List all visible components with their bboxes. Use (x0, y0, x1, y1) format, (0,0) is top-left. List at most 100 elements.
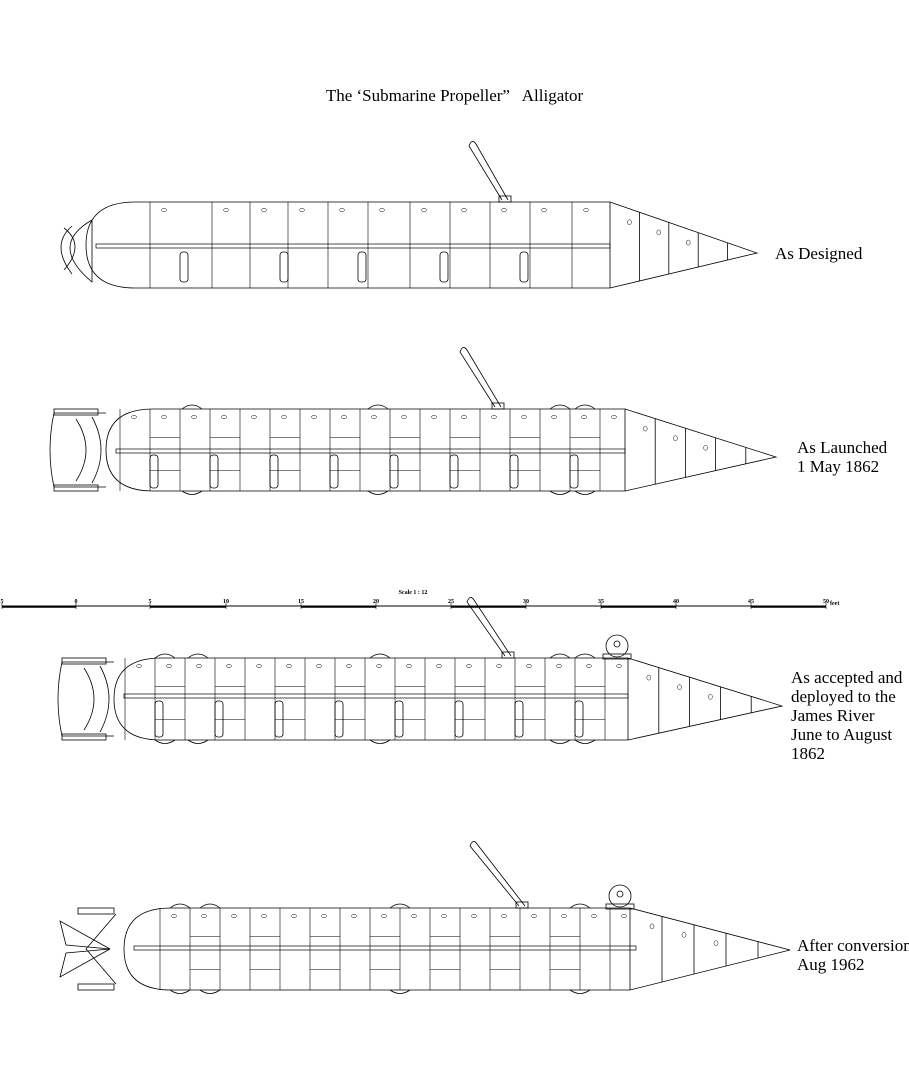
hull-outline (85, 201, 759, 289)
rivet (401, 415, 407, 419)
rivet (381, 914, 387, 918)
hatch-cover (569, 989, 591, 994)
oar-port (214, 700, 224, 738)
hatch-cover (367, 404, 389, 410)
rivet (256, 664, 262, 668)
rivet (371, 415, 377, 419)
rivet (339, 208, 345, 212)
rivet (251, 415, 257, 419)
rivet (673, 435, 678, 441)
stern-bar (77, 907, 115, 915)
rivet (441, 914, 447, 918)
oar-port (454, 700, 464, 738)
rivet (466, 664, 472, 668)
rivet (526, 664, 532, 668)
snorkel-pipe (469, 841, 526, 907)
rivet (131, 415, 137, 419)
scale-tick-label: 5 (1, 599, 4, 605)
rivet (136, 664, 142, 668)
rivet (341, 415, 347, 419)
observation-turret (605, 634, 629, 658)
rivet (501, 208, 507, 212)
hatch-cover (367, 490, 389, 495)
paddle-curve (75, 418, 87, 482)
rivet (561, 914, 567, 918)
paddle-bar (53, 484, 99, 492)
scale-tick-label: 0 (75, 599, 78, 605)
scale-tick-label: 50 (823, 599, 829, 605)
rivet (161, 208, 167, 212)
rivet (616, 664, 622, 668)
rivet (501, 914, 507, 918)
caption-line: 1 May 1862 (797, 457, 880, 476)
caption-line: As Designed (775, 244, 863, 263)
sub-as-designed (60, 141, 759, 289)
rivet (201, 914, 207, 918)
rivet (166, 664, 172, 668)
paddle-bar (53, 408, 99, 416)
rivet (406, 664, 412, 668)
hatch-cover (549, 739, 571, 744)
rivet (223, 208, 229, 212)
side-rail (133, 945, 637, 951)
snorkel-pipe (459, 347, 502, 408)
caption-line: James River (791, 706, 875, 725)
hatch-cover (549, 404, 571, 410)
hatch-cover (181, 404, 203, 410)
paddle-box (49, 412, 106, 488)
hatch-cover (549, 653, 571, 659)
hatch-cover (369, 653, 391, 659)
rivet (583, 208, 589, 212)
paddle-box (57, 661, 114, 737)
snorkel-base (501, 651, 515, 659)
rivet (531, 914, 537, 918)
scale-tick-label: 40 (673, 599, 679, 605)
oar-port (569, 454, 579, 489)
rivet (521, 415, 527, 419)
rivet (321, 914, 327, 918)
oar-port (514, 700, 524, 738)
rivet (621, 914, 627, 918)
rivet (551, 415, 557, 419)
scale-tick-label: 35 (598, 599, 604, 605)
hatch-cover (154, 739, 176, 744)
oar-port (269, 454, 279, 489)
caption-line: 1862 (791, 744, 825, 763)
rivet (346, 664, 352, 668)
hatch-cover (154, 653, 176, 659)
paddle-curve (83, 667, 95, 731)
rivet (231, 914, 237, 918)
rivet (291, 914, 297, 918)
turret-base (602, 653, 632, 660)
turret-base (605, 903, 635, 910)
sub-after-conversion (59, 841, 791, 994)
bow-cap-line (63, 227, 76, 271)
caption-as-accepted: As accepted and deployed to the James Ri… (791, 668, 902, 763)
rivet (586, 664, 592, 668)
rivet (677, 684, 682, 690)
rivet (708, 694, 713, 700)
hatch-cover (199, 903, 221, 909)
turret-port (613, 640, 621, 648)
paddle-bar (61, 733, 107, 741)
rivet (703, 445, 708, 451)
caption-line: After conversion (797, 936, 909, 955)
rivet (376, 664, 382, 668)
caption-after-conversion: After conversion Aug 1962 (797, 936, 909, 974)
oar-port (357, 251, 367, 283)
page-title: The ‘Submarine Propeller” Alligator (325, 86, 584, 105)
stern-bar (77, 983, 115, 991)
hull-outline (113, 657, 784, 741)
snorkel-pipe (468, 141, 509, 201)
side-rail (123, 693, 629, 699)
turret-port (616, 890, 624, 898)
rivet (161, 415, 167, 419)
rivet (191, 415, 197, 419)
oar-port (329, 454, 339, 489)
snorkel-base (515, 901, 529, 909)
scale-bar-label: Scale 1 : 12 (399, 590, 428, 596)
rivet (491, 415, 497, 419)
hatch-cover (574, 739, 596, 744)
